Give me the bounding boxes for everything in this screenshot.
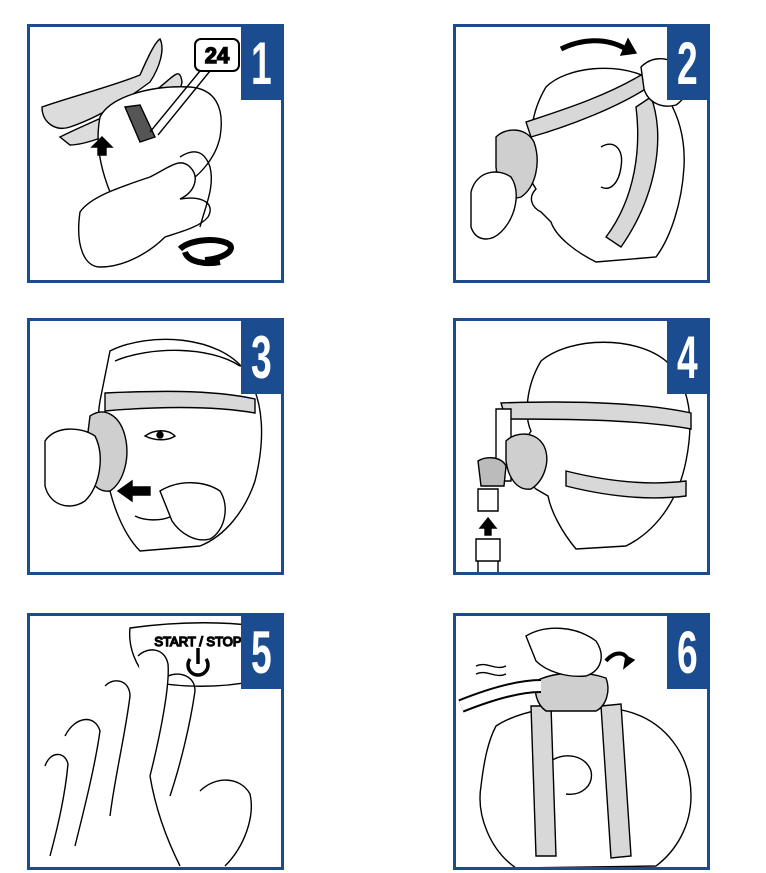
start-stop-label: START / STOP [154, 634, 241, 649]
fit-cushion-illustration [30, 321, 284, 575]
step-number-badge: 4 [667, 321, 707, 394]
press-start-button-illustration: START / STOP [30, 616, 284, 870]
step-panel-2: 2 [453, 24, 710, 283]
connect-hose-illustration [456, 321, 710, 575]
step-panel-5: START / STOP 5 [27, 613, 284, 870]
step-number-badge: 5 [241, 616, 281, 689]
adjust-straps-illustration [456, 616, 710, 867]
step-number-badge: 1 [241, 27, 281, 100]
step-panel-4: 4 [453, 318, 710, 575]
size-callout-label: 24 [205, 43, 230, 68]
step-number-badge: 6 [667, 616, 707, 689]
step-number-badge: 2 [667, 27, 707, 100]
step-number-badge: 3 [241, 321, 281, 394]
mask-adjustment-illustration: 24 [30, 27, 284, 283]
step-panel-1: 24 1 [27, 24, 284, 283]
step-panel-3: 3 [27, 318, 284, 575]
step-panel-6: 6 [453, 613, 710, 870]
power-icon [188, 648, 208, 675]
